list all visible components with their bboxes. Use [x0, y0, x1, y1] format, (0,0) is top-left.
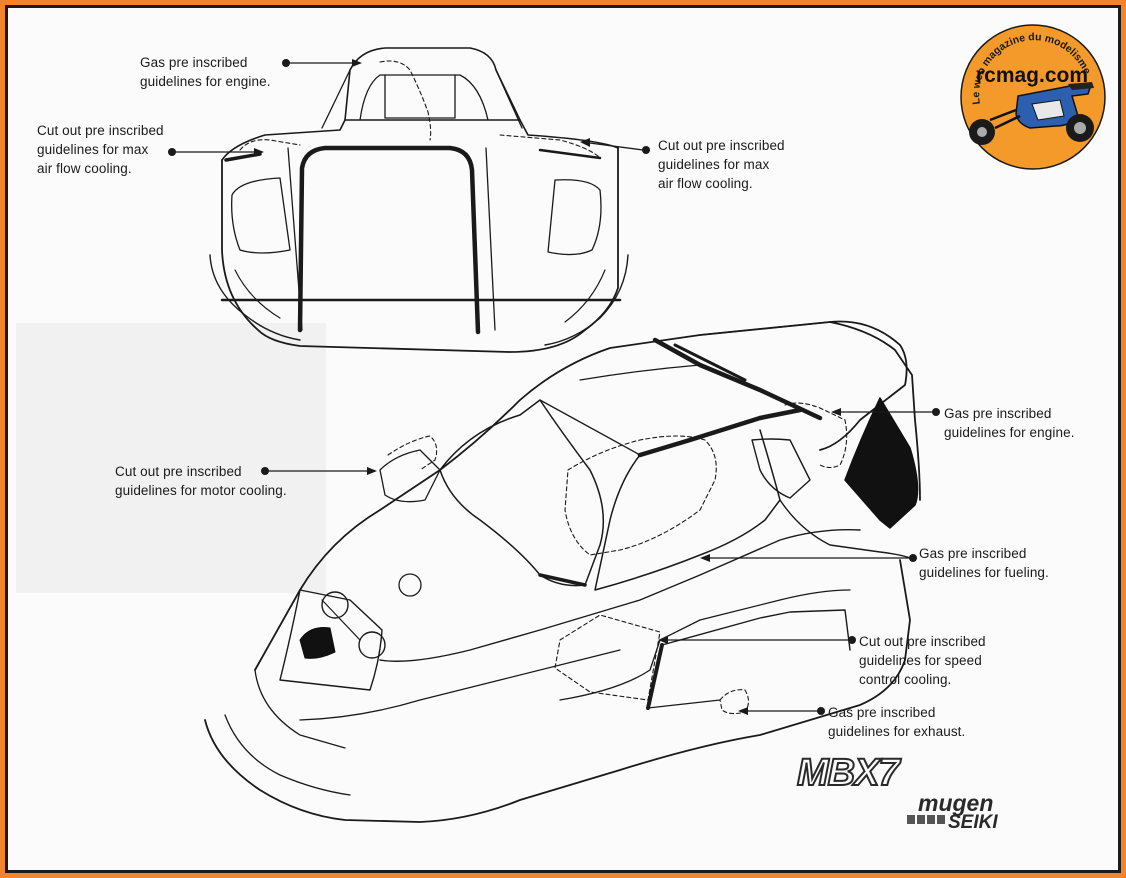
scan-shading: [16, 323, 326, 593]
callout-leaders: [171, 62, 934, 712]
diagram-canvas: [5, 5, 1121, 873]
rear-view-shell: [209, 47, 629, 353]
callout-arrowheads: [254, 59, 841, 715]
label-top-cut-left: Cut out pre inscribed guidelines for max…: [37, 123, 164, 176]
label-top-cut-right: Cut out pre inscribed guidelines for max…: [658, 138, 785, 191]
maker-logo-line2: SEIKI: [948, 812, 998, 833]
maker-logo-line1: mugen: [918, 790, 994, 816]
label-motor-cooling: Cut out pre inscribed guidelines for mot…: [115, 464, 287, 498]
logo-site-name: rcmag.com: [976, 64, 1088, 87]
label-exhaust: Gas pre inscribed guidelines for exhaust…: [828, 705, 966, 739]
model-logo: MBX7: [796, 751, 901, 795]
label-side-gas-engine: Gas pre inscribed guidelines for engine.: [944, 406, 1075, 440]
label-top-gas-engine: Gas pre inscribed guidelines for engine.: [140, 55, 271, 89]
label-speed-control: Cut out pre inscribed guidelines for spe…: [859, 634, 986, 687]
rcmag-logo: Le web magazine du modelisme rcmag.com: [960, 24, 1106, 170]
buggy-icon: [969, 82, 1094, 145]
side-view-shell: [204, 320, 921, 823]
callout-dots: [168, 59, 940, 715]
maker-logo-bars: [907, 815, 947, 824]
label-fueling: Gas pre inscribed guidelines for fueling…: [919, 546, 1049, 580]
